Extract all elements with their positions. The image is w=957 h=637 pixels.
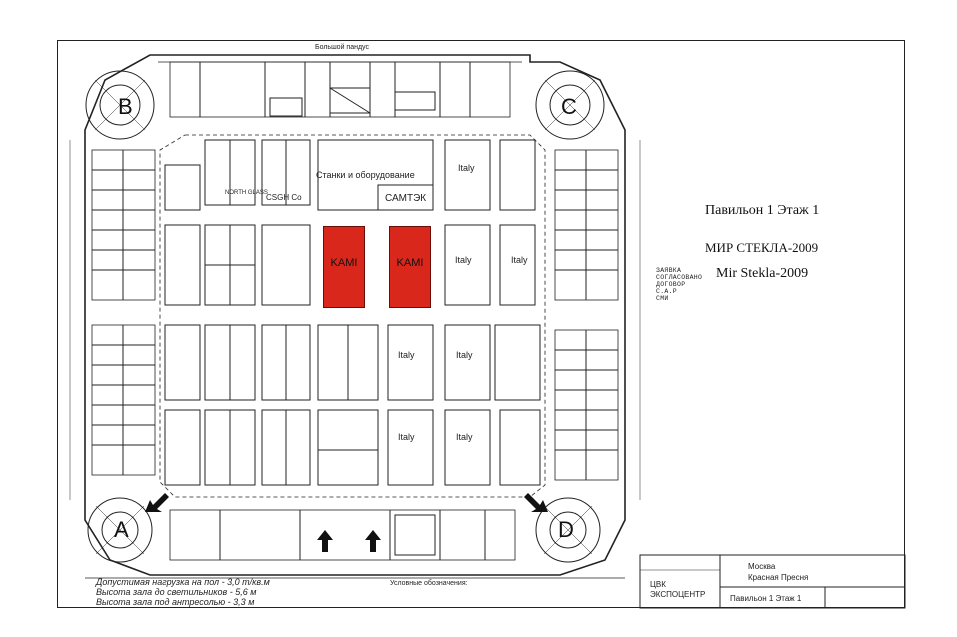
plan-sheet [57, 40, 905, 608]
booth-italy-1: Italy [458, 163, 475, 173]
corner-label-b: B [118, 94, 133, 119]
booth-kami-1-label: KAMI [330, 257, 358, 269]
note-height-mezzanine: Высота зала под антресолью - 3,3 м [96, 597, 255, 607]
stamp-line-2: СОГЛАСОВАНО [656, 274, 703, 281]
header-title-en: Mir Stekla-2009 [716, 266, 809, 281]
title-block-venue: Красная Пресня [748, 573, 809, 582]
booth-northglass-label: NORTH GLASS [225, 190, 268, 196]
corner-label-a: A [114, 517, 129, 542]
note-height-lights: Высота зала до светильников - 5,6 м [96, 587, 257, 597]
legend-label: Условные обозначения: [390, 580, 468, 587]
corner-label-d: D [558, 517, 574, 542]
floor-notes: Допустимая нагрузка на пол - 3,0 т/кв.м … [96, 577, 270, 607]
title-block-org: ЦВК ЭКСПОЦЕНТР [650, 580, 706, 599]
booth-kami-2[interactable]: KAMI [389, 226, 431, 308]
stamp-line-3: ДОГОВОР [656, 281, 686, 288]
booth-kami-2-label: KAMI [396, 257, 424, 269]
booth-kami-1[interactable]: KAMI [323, 226, 365, 308]
booth-italy-2: Italy [455, 255, 472, 265]
approval-stamp: ЗАЯВКА СОГЛАСОВАНО ДОГОВОР С.А.Р СМИ [656, 267, 702, 302]
booth-italy-4: Italy [398, 350, 415, 360]
booth-stanki-label: Станки и оборудование [316, 170, 415, 180]
corner-label-c: C [561, 94, 577, 119]
header-pavilion: Павильон 1 Этаж 1 [705, 203, 820, 218]
stamp-line-4: С.А.Р [656, 288, 678, 295]
booth-italy-6: Italy [398, 432, 415, 442]
booth-csgh-label: CSGH Co [266, 193, 302, 202]
booth-italy-3: Italy [511, 255, 528, 265]
top-ramp-label: Большой пандус [315, 44, 369, 51]
note-floor-load: Допустимая нагрузка на пол - 3,0 т/кв.м [96, 577, 270, 587]
title-block-city: Москва [748, 562, 776, 571]
booth-italy-7: Italy [456, 432, 473, 442]
booth-samtek-label: САМТЭК [385, 193, 427, 204]
stamp-line-5: СМИ [656, 295, 669, 302]
booth-italy-5: Italy [456, 350, 473, 360]
header-title-ru: МИР СТЕКЛА-2009 [705, 240, 819, 255]
stamp-line-1: ЗАЯВКА [656, 267, 682, 274]
title-block-sheet: Павильон 1 Этаж 1 [730, 594, 802, 603]
